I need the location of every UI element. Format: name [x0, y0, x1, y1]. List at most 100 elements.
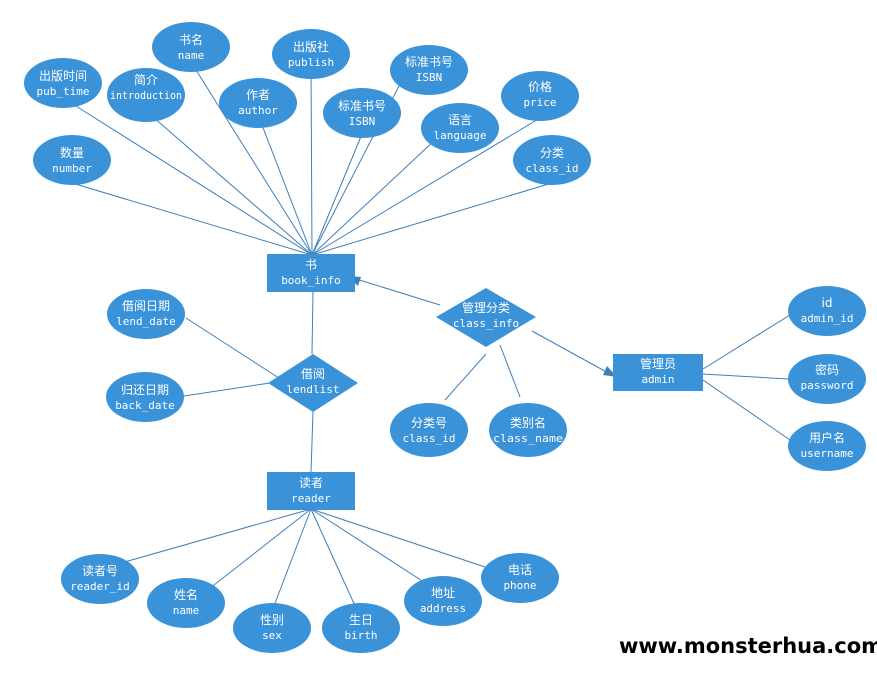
attr-class-name[interactable]: 类别名 class_name — [489, 403, 567, 457]
line-reader-birth — [310, 508, 357, 609]
attr-class-id-ellipse — [390, 403, 468, 457]
entity-admin-en: admin — [641, 373, 674, 386]
attr-language-en: language — [434, 129, 487, 142]
attr-reader-id-ellipse — [61, 554, 139, 604]
attr-birth-en: birth — [344, 629, 377, 642]
attr-class-id-book[interactable]: 分类 class_id — [513, 135, 591, 185]
relationship-lendlist-en: lendlist — [287, 383, 340, 396]
attr-password-ellipse — [788, 354, 866, 404]
line-book-language — [311, 139, 436, 256]
attr-isbn-top[interactable]: 标准书号 ISBN — [390, 45, 468, 95]
entity-admin-box — [613, 354, 703, 391]
attr-sex-ellipse — [233, 603, 311, 653]
attr-language-cn: 语言 — [448, 113, 472, 127]
attr-publish-en: publish — [288, 56, 334, 69]
attr-isbn-top-en: ISBN — [416, 71, 443, 84]
attr-isbn-mid-cn: 标准书号 — [338, 99, 386, 113]
line-book-author — [261, 124, 313, 256]
attr-price-cn: 价格 — [528, 79, 552, 94]
attr-phone[interactable]: 电话 phone — [481, 553, 559, 603]
line-admin-id — [702, 314, 791, 370]
line-reader-name — [204, 508, 312, 593]
attr-language[interactable]: 语言 language — [421, 103, 499, 153]
attr-introduction-cn: 简介 — [134, 73, 158, 87]
attr-price[interactable]: 价格 price — [501, 71, 579, 121]
attr-birth[interactable]: 生日 birth — [322, 603, 400, 653]
attr-admin-id[interactable]: id admin_id — [788, 286, 866, 336]
attr-admin-id-cn: id — [822, 296, 833, 310]
relationship-lendlist[interactable]: 借阅 lendlist — [268, 354, 358, 412]
relationship-class-info[interactable]: 管理分类 class_info — [436, 288, 536, 347]
attr-price-en: price — [523, 96, 556, 109]
attr-phone-ellipse — [481, 553, 559, 603]
attr-username-en: username — [801, 447, 854, 460]
attr-publish[interactable]: 出版社 publish — [272, 29, 350, 79]
connector-lines — [67, 61, 791, 612]
entity-book-cn: 书 — [305, 258, 317, 272]
attr-isbn-mid-en: ISBN — [349, 115, 376, 128]
attr-address-cn: 地址 — [431, 586, 455, 600]
line-classinfo-admin — [531, 330, 613, 376]
attr-sex-cn: 性别 — [260, 613, 284, 627]
attr-isbn-mid[interactable]: 标准书号 ISBN — [323, 88, 401, 138]
relationship-class-info-diamond — [436, 288, 536, 347]
attr-name-cn: 书名 — [179, 32, 203, 47]
line-reader-phone — [310, 508, 486, 568]
attr-back-date-en: back_date — [115, 399, 175, 412]
attr-introduction[interactable]: 简介 introduction — [107, 68, 185, 122]
attr-back-date[interactable]: 归还日期 back_date — [106, 372, 184, 422]
line-book-lendlist — [311, 291, 314, 355]
attr-isbn-top-ellipse — [390, 45, 468, 95]
line-classinfo-class-name — [499, 344, 521, 398]
attr-back-date-ellipse — [106, 372, 184, 422]
attr-birth-cn: 生日 — [349, 613, 373, 627]
attr-class-id-book-en: class_id — [526, 162, 579, 175]
attr-sex[interactable]: 性别 sex — [233, 603, 311, 653]
attr-name[interactable]: 书名 name — [152, 22, 230, 72]
attr-name-ellipse — [152, 22, 230, 72]
attr-username-ellipse — [788, 421, 866, 471]
attr-password[interactable]: 密码 password — [788, 354, 866, 404]
attr-username[interactable]: 用户名 username — [788, 421, 866, 471]
attr-pub-time-cn: 出版时间 — [39, 69, 87, 83]
attr-pub-time-en: pub_time — [37, 85, 90, 98]
entity-admin[interactable]: 管理员 admin — [613, 354, 703, 391]
watermark-text: www.monsterhua.com — [619, 634, 877, 658]
entity-admin-cn: 管理员 — [640, 356, 676, 371]
attr-birth-ellipse — [322, 603, 400, 653]
attr-author[interactable]: 作者 author — [219, 78, 297, 128]
relationship-lendlist-cn: 借阅 — [301, 367, 325, 381]
attr-username-cn: 用户名 — [809, 430, 845, 445]
relationship-class-info-en: class_info — [453, 317, 519, 330]
entity-reader-cn: 读者 — [299, 476, 323, 490]
line-classinfo-class-id — [444, 353, 487, 401]
attr-reader-id-en: reader_id — [70, 580, 130, 593]
line-book-price — [311, 117, 541, 256]
attr-class-name-cn: 类别名 — [510, 415, 546, 430]
attr-reader-name-cn: 姓名 — [174, 587, 198, 602]
attr-introduction-ellipse — [107, 68, 185, 122]
attr-author-en: author — [238, 104, 278, 117]
attr-password-cn: 密码 — [815, 362, 839, 377]
line-book-name — [190, 61, 313, 256]
line-admin-username — [702, 379, 791, 441]
attr-introduction-en: introduction — [110, 89, 182, 102]
attr-isbn-top-cn: 标准书号 — [405, 55, 453, 69]
entity-reader[interactable]: 读者 reader — [267, 472, 355, 510]
attr-reader-name[interactable]: 姓名 name — [147, 578, 225, 628]
attr-number[interactable]: 数量 number — [33, 135, 111, 185]
entity-book[interactable]: 书 book_info — [267, 254, 355, 292]
attr-reader-id-cn: 读者号 — [82, 564, 118, 578]
entity-book-en: book_info — [281, 274, 341, 287]
attr-number-cn: 数量 — [60, 145, 84, 160]
attr-reader-id[interactable]: 读者号 reader_id — [61, 554, 139, 604]
attr-author-cn: 作者 — [246, 88, 270, 102]
attr-pub-time[interactable]: 出版时间 pub_time — [24, 58, 102, 108]
attr-class-id[interactable]: 分类号 class_id — [390, 403, 468, 457]
attr-isbn-mid-ellipse — [323, 88, 401, 138]
attr-lend-date[interactable]: 借阅日期 lend_date — [107, 289, 185, 339]
line-reader-id — [99, 508, 312, 570]
attr-address[interactable]: 地址 address — [404, 576, 482, 626]
attr-class-id-book-ellipse — [513, 135, 591, 185]
attr-publish-cn: 出版社 — [293, 39, 329, 54]
